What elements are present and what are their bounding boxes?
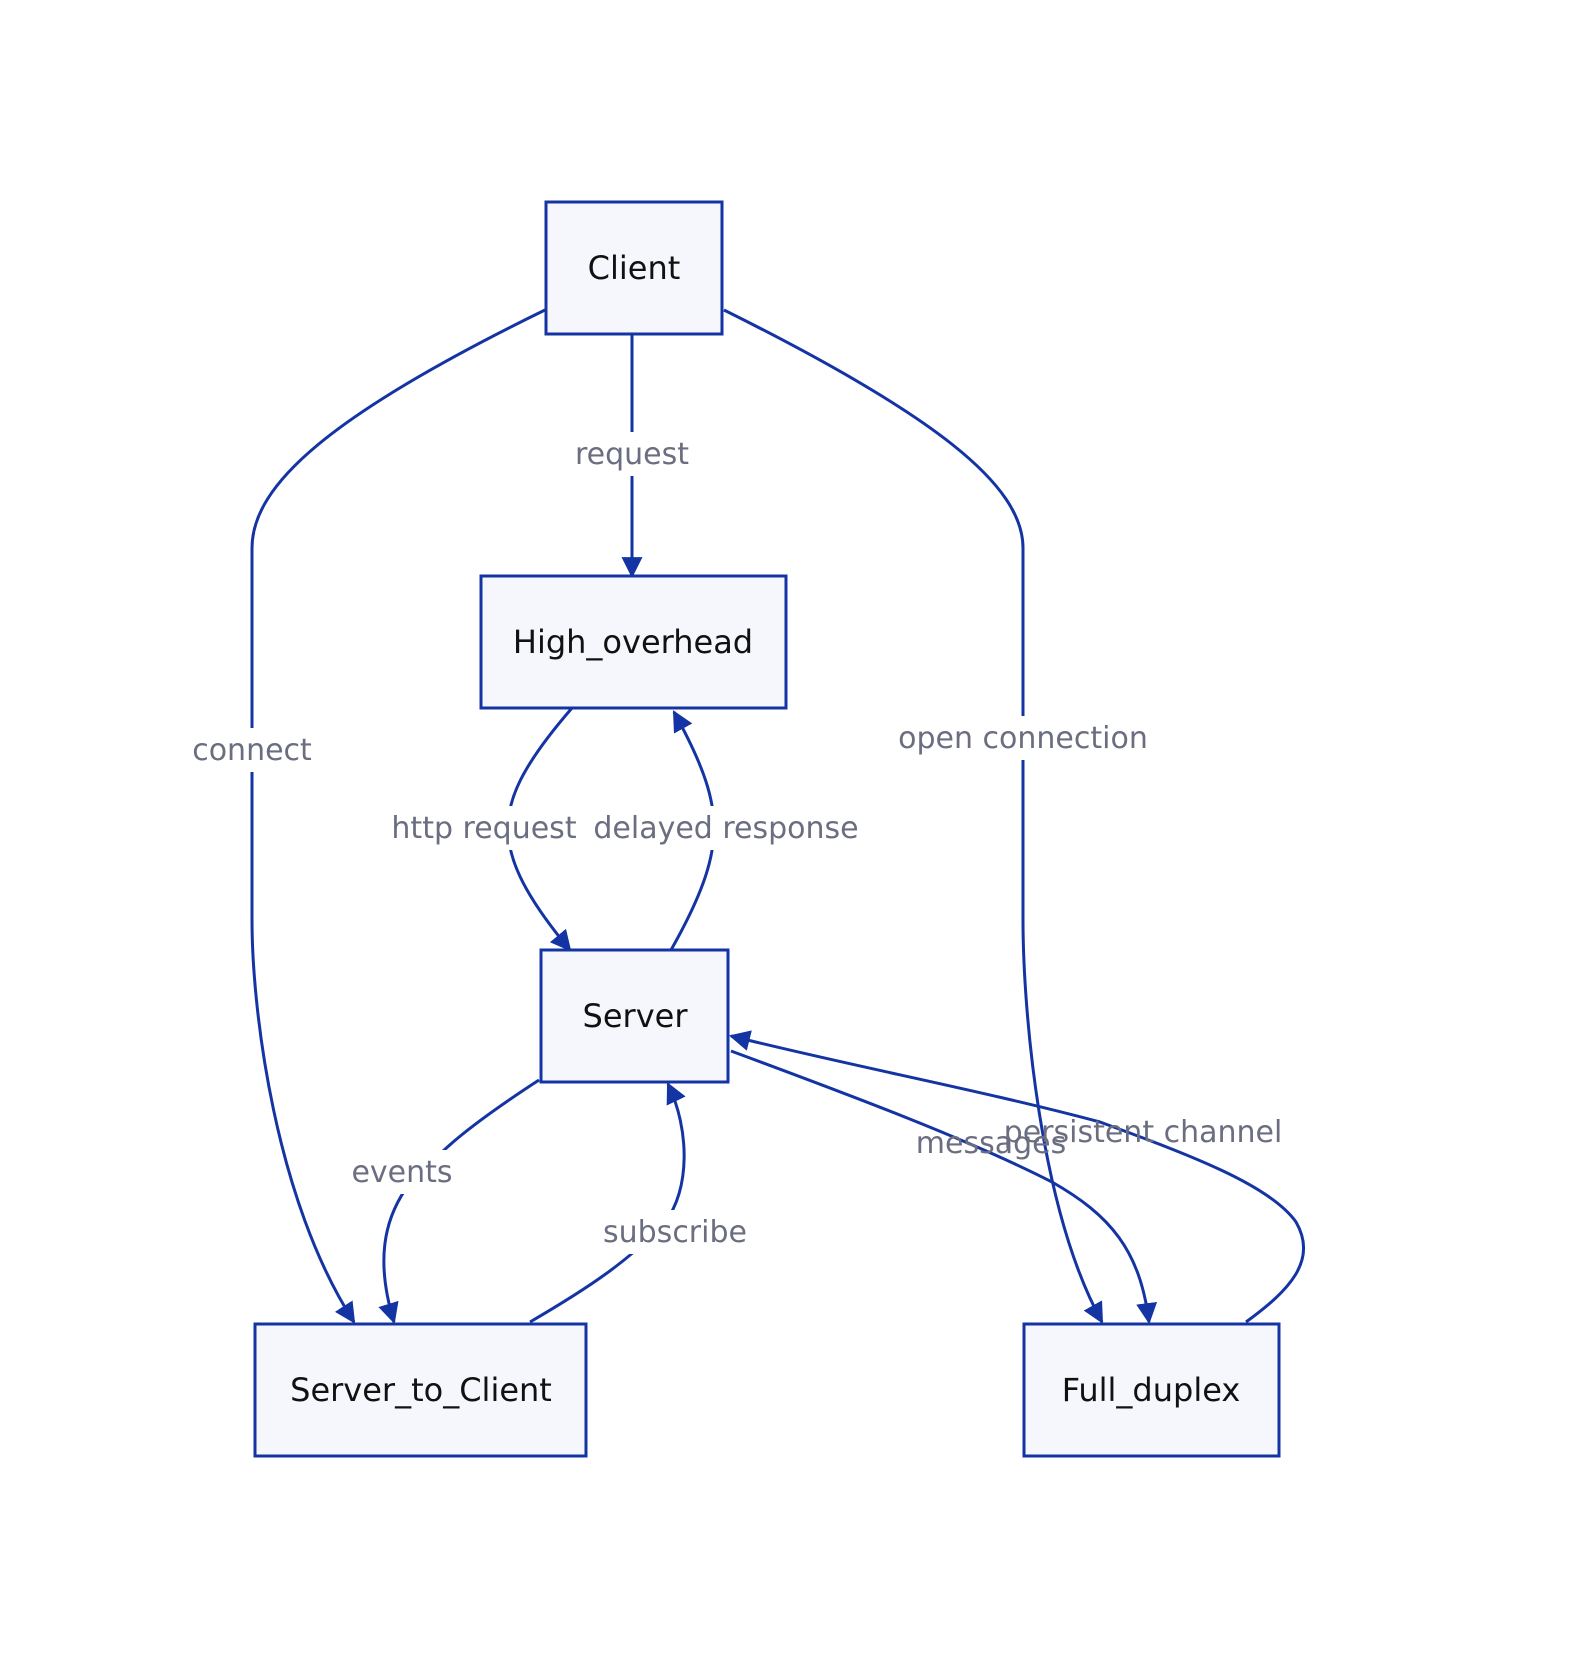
node-label-high-overhead: High_overhead	[513, 623, 753, 661]
edge-label-persistent-channel: persistent channel	[1004, 1115, 1283, 1150]
node-high-overhead[interactable]: High_overhead	[479, 574, 788, 710]
edge-label-delayed-response: delayed response	[593, 811, 858, 846]
edge-label-events: events	[351, 1155, 452, 1190]
node-label-full-duplex: Full_duplex	[1062, 1371, 1241, 1409]
edge-label-http-request: http request	[391, 811, 576, 846]
node-label-server: Server	[583, 997, 689, 1035]
edge-messages	[730, 1049, 1158, 1325]
node-server-to-client[interactable]: Server_to_Client	[253, 1322, 588, 1458]
edge-label-messages: messages	[916, 1126, 1066, 1161]
node-server[interactable]: Server	[539, 948, 730, 1084]
edge-label-subscribe: subscribe	[603, 1215, 747, 1250]
edge-events	[378, 1078, 540, 1325]
edge-label-connect: connect	[192, 733, 312, 768]
node-client[interactable]: Client	[544, 200, 724, 336]
node-label-server-to-client: Server_to_Client	[290, 1371, 552, 1409]
edge-label-request: request	[575, 437, 689, 472]
node-label-client: Client	[588, 249, 681, 287]
edge-persistent-channel	[728, 1030, 1306, 1324]
edge-label-open-connection: open connection	[898, 721, 1148, 756]
node-full-duplex[interactable]: Full_duplex	[1022, 1322, 1281, 1458]
edge-subscribe	[529, 1082, 686, 1324]
edge-labels: request connect open connection http req…	[186, 432, 1282, 1254]
